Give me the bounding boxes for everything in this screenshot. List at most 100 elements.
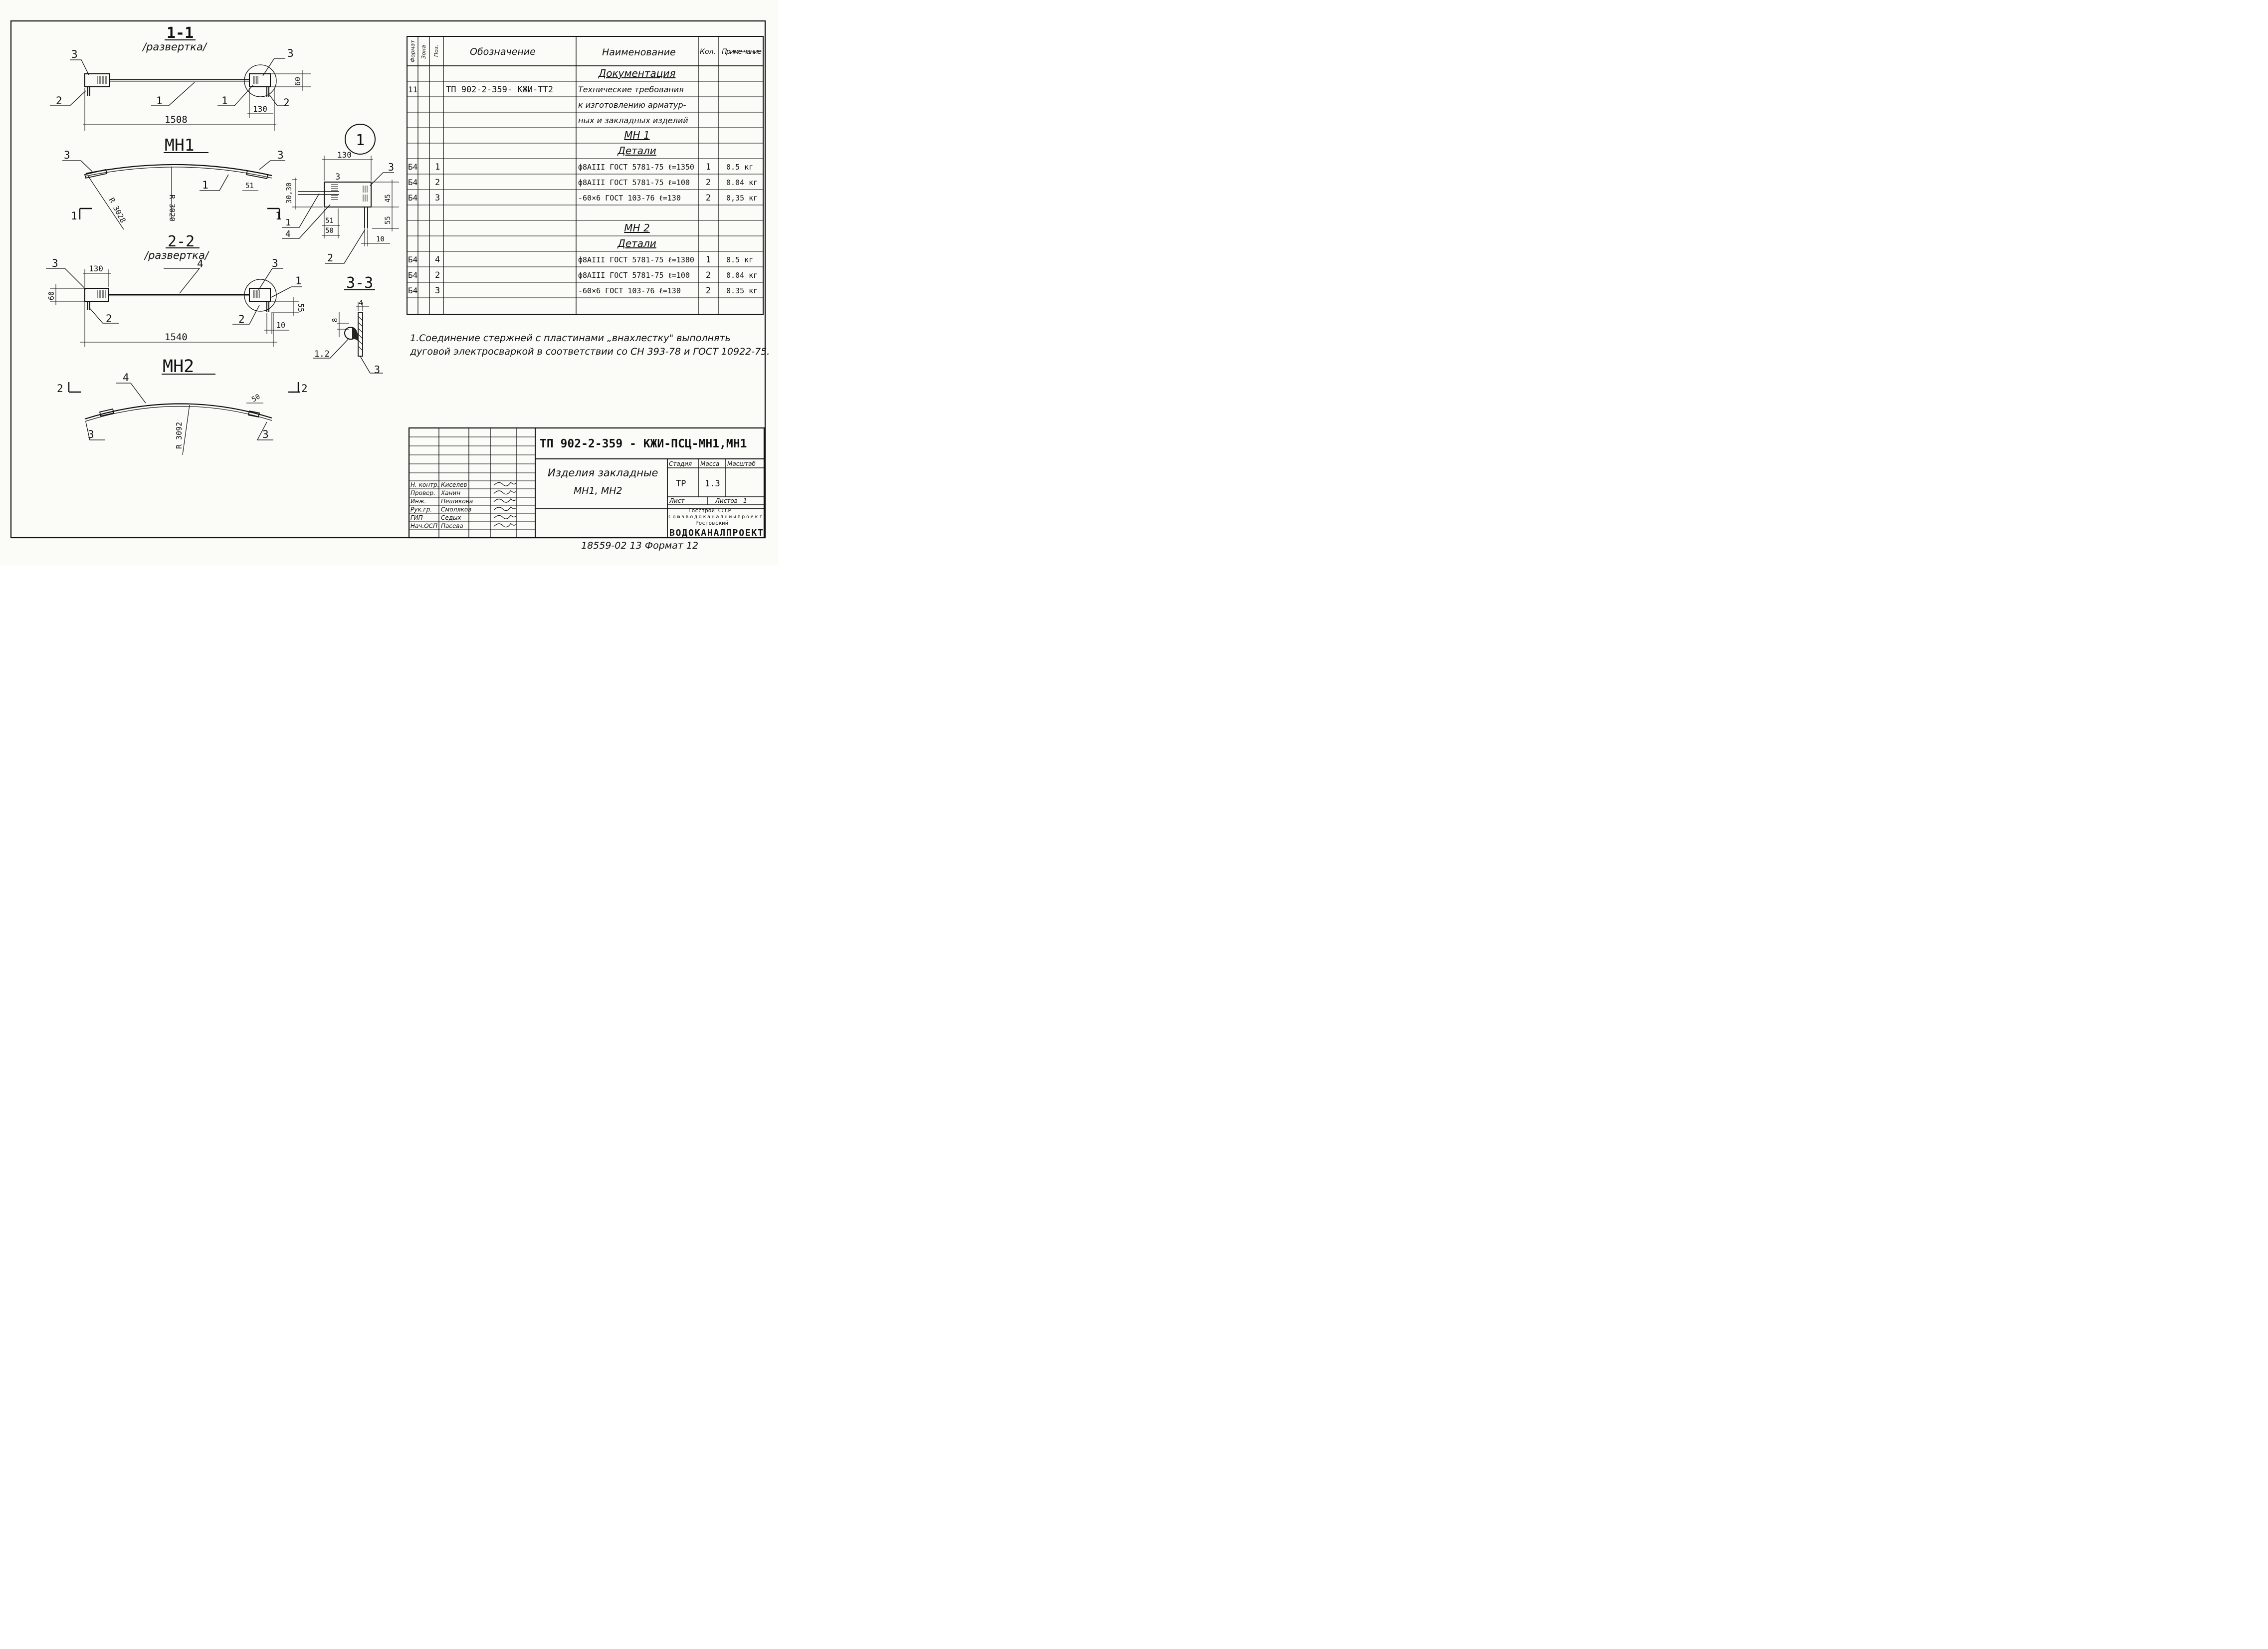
spec-row-heading: МН 2	[624, 222, 649, 234]
footer-stamp: 18559-02 13 Формат 12	[581, 540, 698, 551]
spec-row-name: ф8АIII ГОСТ 5781-75 ℓ=100	[578, 271, 690, 280]
cut-mark-1-left: 1	[71, 210, 77, 222]
s22-dim-60: 60	[47, 291, 56, 300]
mn1-radius-inner: R 3020	[168, 195, 177, 221]
s33-label: 1.2	[314, 349, 330, 359]
signature-name: Ханин	[440, 490, 460, 497]
spec-row-pos: 1	[435, 162, 440, 172]
notes: 1.Соединение стержней с пластинами „внах…	[410, 333, 770, 357]
weld-seam	[352, 327, 359, 341]
pos-2-left: 2	[56, 95, 62, 107]
doc-code: ТП 902-2-359 - КЖИ-ПСЦ-МН1,МН1	[540, 437, 747, 450]
section-3-3: 3-3 4 8 1.2 3	[313, 274, 383, 376]
section-2-2-subtitle: /развертка/	[144, 249, 209, 261]
drawing-canvas: Формат Зона Поз. Обозначение Наименовани…	[10, 20, 770, 551]
note-line-2: дуговой электросваркой в соответствии со…	[410, 346, 770, 357]
sheet-label: Лист	[669, 497, 685, 504]
spec-row-qty: 2	[706, 270, 711, 280]
section-1-1: 1-1 /развертка/ 3 2 1 3 1 2 1508 1	[50, 24, 311, 131]
spec-row-name: -60×6 ГОСТ 103-76 ℓ=130	[578, 286, 681, 295]
section-2-2: 2-2 /развертка/ 3 4 3 1 2 2 130 60	[46, 233, 305, 347]
pos-3-left: 3	[71, 48, 78, 60]
spec-row-note: 0.35 кг	[726, 286, 758, 295]
s22-pos-1: 1	[295, 275, 302, 287]
sheets-label: Листов	[715, 497, 738, 504]
signature-name: Пасева	[441, 523, 463, 530]
mn1-pos-1: 1	[202, 179, 208, 191]
mn2-title: МН2	[163, 357, 194, 377]
signature-name: Киселев	[441, 481, 467, 488]
signature-role: Рук.гр.	[411, 506, 432, 513]
spec-row-format: Б4	[408, 178, 417, 187]
s22-pos-2-right: 2	[238, 313, 245, 325]
stage-value: ТР	[676, 479, 686, 489]
s22-pos-3-left: 3	[52, 257, 58, 269]
spec-row-note: 0.5 кг	[726, 255, 753, 264]
signature-role: Инж.	[411, 498, 426, 505]
spec-row-heading: Детали	[617, 145, 656, 157]
spec-row-name: ф8АIII ГОСТ 5781-75 ℓ=100	[578, 178, 690, 187]
s33-dim-8: 8	[331, 318, 339, 322]
plate-left	[84, 73, 110, 87]
spec-row-note: 0.04 кг	[726, 178, 758, 187]
detail-dim-3030: 30,30	[285, 183, 293, 204]
spec-row-designation: ТП 902-2-359- КЖИ-ТТ2	[446, 85, 553, 95]
signature-name: Седых	[441, 514, 462, 521]
spec-row-pos: 2	[435, 270, 440, 280]
signature-role: Н. контр.	[411, 481, 439, 488]
note-line-1: 1.Соединение стержней с пластинами „внах…	[410, 333, 731, 344]
mn2-pos-4: 4	[123, 372, 129, 384]
spec-row-qty: 1	[706, 255, 711, 265]
spec-row-name: ф8АIII ГОСТ 5781-75 ℓ=1350	[578, 163, 694, 172]
spec-table-border	[407, 36, 764, 315]
dim-1508: 1508	[165, 114, 188, 125]
spec-row-name: Технические требования	[578, 85, 684, 94]
signature-role: ГИП	[411, 514, 423, 521]
org-line-3: Ростовский	[695, 520, 728, 526]
signature-role: Провер.	[411, 490, 435, 497]
mn2-pos-3-left: 3	[88, 428, 94, 440]
signature-rows: Н. контр.КиселевПровер.ХанинИнж.Пешикова…	[411, 481, 516, 530]
scale-label: Масштаб	[727, 460, 756, 467]
title-block-border	[408, 427, 765, 539]
spec-row-pos: 2	[435, 178, 440, 188]
dim-130: 130	[253, 104, 267, 114]
org-line-2: Союзводоканалниипроект	[668, 514, 762, 520]
mn2-view: МН2 R 3092 4 3 3 50 2 2	[57, 357, 308, 455]
spec-row-qty: 2	[706, 286, 711, 296]
spec-row-format: Б4	[408, 193, 417, 203]
detail-dim-130: 130	[337, 150, 352, 160]
spec-table: Формат Зона Поз. Обозначение Наименовани…	[407, 36, 764, 315]
plate-right	[249, 73, 271, 87]
signature-scribble	[493, 490, 516, 495]
spec-row-format: Б4	[408, 255, 417, 264]
drawing-sheet: Формат Зона Поз. Обозначение Наименовани…	[0, 0, 778, 566]
mass-value: 1.3	[705, 479, 720, 489]
s33-pos-3: 3	[374, 364, 380, 376]
s22-pos-2-left: 2	[106, 313, 112, 325]
pos-3-right: 3	[287, 47, 294, 59]
mn1-pos-3-left: 3	[64, 149, 70, 161]
dim-60: 60	[293, 77, 302, 86]
detail-dim-45: 45	[384, 194, 392, 203]
spec-row-pos: 4	[435, 255, 440, 265]
detail-leader-4: 4	[285, 229, 291, 239]
spec-row-qty: 1	[706, 162, 711, 172]
spec-row-pos: 3	[435, 286, 440, 296]
spec-row-qty: 2	[706, 193, 711, 203]
signature-scribble	[493, 523, 516, 528]
detail-leader-1: 1	[285, 217, 291, 228]
header-name: Наименование	[602, 47, 676, 58]
cut-mark-1-right: 1	[275, 210, 282, 222]
s22-pos-3-right: 3	[272, 257, 278, 269]
cut-mark-2-right: 2	[301, 383, 308, 395]
signature-scribble	[493, 482, 516, 486]
pos-1-right: 1	[221, 95, 228, 107]
spec-row-name: ф8АIII ГОСТ 5781-75 ℓ=1380	[578, 255, 694, 264]
spec-row-qty: 2	[706, 178, 711, 188]
header-pos: Поз.	[433, 45, 439, 57]
org-line-4: ВОДОКАНАЛПРОЕКТ	[669, 528, 763, 538]
mn2-radius: R 3092	[175, 422, 184, 449]
detail-dim-55: 55	[384, 216, 392, 224]
